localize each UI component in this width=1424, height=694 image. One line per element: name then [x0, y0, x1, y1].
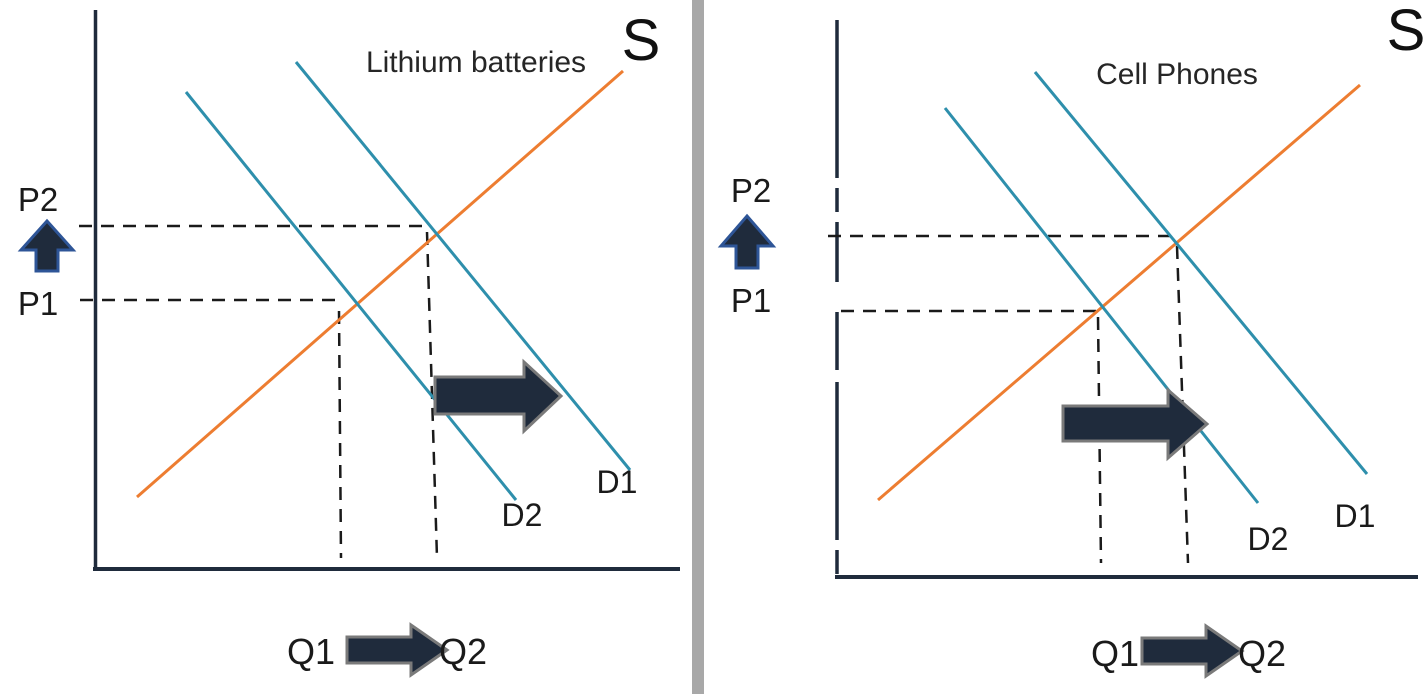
d1-label: D1: [1335, 498, 1376, 534]
p1-label: P1: [18, 285, 58, 322]
demand-curve-d1: [1033, 71, 1369, 475]
q1-dashed-line: [337, 310, 343, 559]
panel-title: Cell Phones: [1096, 58, 1258, 91]
demand-shift-right-arrow-icon: [433, 358, 564, 435]
d1-label: D1: [597, 464, 638, 500]
quantity-shift-arrow-icon: [345, 622, 450, 678]
q1-label: Q1: [287, 631, 335, 672]
demand-shift-right-arrow-icon: [1061, 386, 1210, 462]
panel-title: Lithium batteries: [366, 46, 586, 79]
d2-label: D2: [1248, 521, 1289, 557]
q1-dashed-line: [1096, 316, 1103, 564]
cell-phones-panel: Cell Phones S D1 D2 P2 P1 Q1 Q2: [717, 0, 1424, 679]
demand-curve-d2: [184, 91, 518, 501]
demand-curve-d2: [943, 107, 1260, 504]
p2-label: P2: [18, 181, 58, 218]
q2-label: Q2: [1238, 633, 1286, 674]
supply-curve: [136, 69, 624, 499]
supply-curve: [877, 83, 1361, 502]
price-up-arrow-icon: [717, 213, 777, 270]
supply-label: S: [1387, 0, 1424, 63]
q1-label: Q1: [1091, 633, 1139, 674]
p2-label: P2: [731, 172, 771, 209]
supply-label: S: [622, 8, 661, 73]
d2-label: D2: [502, 497, 543, 533]
demand-curve-d1: [294, 61, 632, 471]
price-up-arrow-icon: [17, 218, 77, 273]
lithium-batteries-panel: Lithium batteries S D1 D2 P2 P1 Q1 Q2: [17, 8, 680, 678]
quantity-shift-arrow-icon: [1140, 623, 1245, 679]
q2-label: Q2: [439, 631, 487, 672]
p1-label: P1: [731, 282, 771, 319]
panel-divider: [692, 0, 704, 694]
